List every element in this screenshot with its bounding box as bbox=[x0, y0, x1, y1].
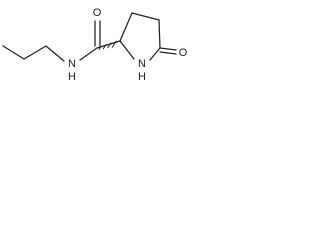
propyl-c1-to-c2-bond bbox=[23, 45, 47, 60]
amide-nitrogen-label: N bbox=[68, 58, 76, 70]
lactam-carbonyl-bond-a bbox=[159, 47, 177, 51]
lactam-oxygen-label: O bbox=[179, 47, 188, 59]
amide-oxygen-label: O bbox=[93, 7, 102, 19]
carbonyl-to-amide-n-bond bbox=[79, 47, 98, 61]
lactam-carbonyl-bond-b bbox=[159, 51, 177, 55]
ring-c3-to-c4-bond bbox=[131, 12, 160, 21]
ring-nitrogen-label: N bbox=[138, 58, 146, 70]
ring-n-to-alpha-bond bbox=[119, 40, 135, 60]
hashed-stereo-bond bbox=[98, 40, 117, 50]
chemical-structure: O N H N H O bbox=[2, 7, 188, 83]
ring-hydrogen-label: H bbox=[138, 71, 146, 83]
ring-c5-to-n-bond bbox=[149, 47, 161, 61]
propyl-c2-to-c3-bond bbox=[2, 45, 25, 60]
amide-n-to-propyl-c1-bond bbox=[45, 45, 65, 62]
ring-c4-to-c5-bond bbox=[158, 19, 161, 49]
amide-hydrogen-label: H bbox=[68, 71, 76, 83]
ring-alpha-to-c3-bond bbox=[119, 12, 133, 42]
